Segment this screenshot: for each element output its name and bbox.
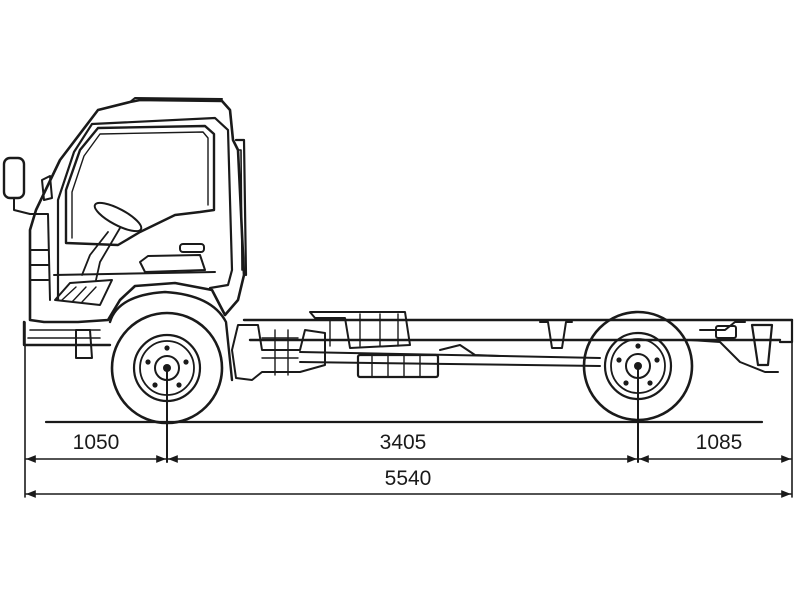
chassis-frame <box>231 311 794 381</box>
cab <box>2 97 248 359</box>
dimension-lines: 1050 3405 1085 5540 <box>24 321 793 498</box>
front-overhang-label: 1050 <box>73 431 120 454</box>
front-wheel-arch <box>108 290 234 382</box>
rear-overhang-label: 1085 <box>696 431 743 454</box>
front-wheel <box>110 311 224 425</box>
wheelbase-label: 3405 <box>380 431 427 454</box>
truck-illustration <box>2 97 794 425</box>
overall-length-label: 5540 <box>385 467 432 490</box>
